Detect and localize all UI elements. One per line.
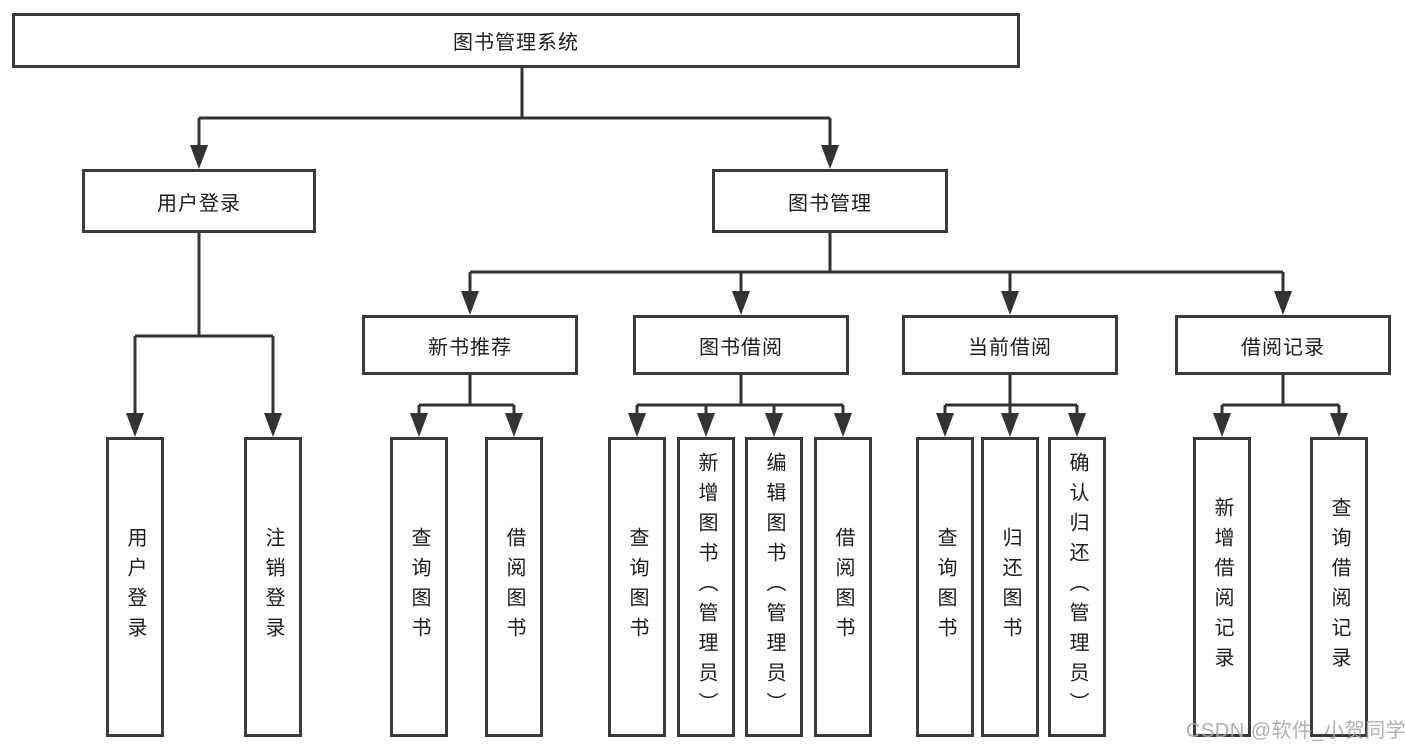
node-leaf-query-books-current: 查询图书 — [916, 437, 974, 737]
arrowhead — [732, 291, 750, 315]
node-leaf-query-books-borrowing-label: 查询图书 — [626, 527, 648, 647]
node-current-borrowing: 当前借阅 — [902, 315, 1118, 375]
arrowhead — [126, 413, 144, 437]
node-leaf-edit-books-admin-label: 编辑图书（管理员） — [763, 452, 785, 722]
node-new-book-recommend: 新书推荐 — [362, 315, 578, 375]
arrowheads — [126, 145, 1348, 437]
node-leaf-query-books-recommend: 查询图书 — [390, 437, 448, 737]
arrowhead — [936, 413, 954, 437]
node-leaf-user-login-label: 用户登录 — [124, 527, 146, 647]
arrowhead — [1213, 413, 1231, 437]
arrowhead — [1274, 291, 1292, 315]
node-borrowing-records: 借阅记录 — [1175, 315, 1391, 375]
arrowhead — [1001, 413, 1019, 437]
node-leaf-logout: 注销登录 — [244, 437, 302, 737]
node-library-management-system: 图书管理系统 — [12, 13, 1020, 68]
node-leaf-logout-label: 注销登录 — [262, 527, 284, 647]
node-leaf-return-books: 归还图书 — [981, 437, 1039, 737]
node-leaf-borrow-books-borrowing: 借阅图书 — [814, 437, 872, 737]
node-borrowing-records-label: 借阅记录 — [1241, 336, 1325, 359]
node-leaf-return-books-label: 归还图书 — [999, 527, 1021, 647]
arrowhead — [1068, 413, 1086, 437]
arrowhead — [834, 413, 852, 437]
node-new-book-recommend-label: 新书推荐 — [428, 336, 512, 359]
node-leaf-add-books-admin: 新增图书（管理员） — [677, 437, 735, 737]
node-book-management-module-label: 图书管理 — [788, 192, 872, 215]
arrowhead — [190, 145, 208, 169]
node-leaf-edit-books-admin: 编辑图书（管理员） — [745, 437, 803, 737]
node-leaf-add-borrow-record: 新增借阅记录 — [1193, 437, 1251, 737]
node-leaf-borrow-books-recommend: 借阅图书 — [485, 437, 543, 737]
tree-edges — [133, 68, 1341, 418]
node-leaf-query-books-current-label: 查询图书 — [934, 527, 956, 647]
arrowhead — [410, 413, 428, 437]
arrowhead — [505, 413, 523, 437]
node-leaf-borrow-books-borrowing-label: 借阅图书 — [832, 527, 854, 647]
arrowhead — [628, 413, 646, 437]
arrowhead — [1330, 413, 1348, 437]
node-current-borrowing-label: 当前借阅 — [968, 336, 1052, 359]
arrowhead — [461, 291, 479, 315]
node-leaf-query-books-borrowing: 查询图书 — [608, 437, 666, 737]
node-leaf-add-books-admin-label: 新增图书（管理员） — [695, 452, 717, 722]
node-book-borrowing-label: 图书借阅 — [699, 336, 783, 359]
arrowhead — [697, 413, 715, 437]
arrowhead — [765, 413, 783, 437]
node-leaf-user-login: 用户登录 — [106, 437, 164, 737]
node-book-management-module: 图书管理 — [712, 169, 948, 233]
node-book-borrowing: 图书借阅 — [633, 315, 849, 375]
node-leaf-confirm-return-admin-label: 确认归还（管理员） — [1066, 452, 1088, 722]
node-library-management-system-label: 图书管理系统 — [453, 32, 579, 54]
node-user-login-module-label: 用户登录 — [157, 192, 241, 215]
node-leaf-query-borrow-record: 查询借阅记录 — [1310, 437, 1368, 737]
arrowhead — [1001, 291, 1019, 315]
csdn-watermark: CSDN @软件_小贺同学 — [1186, 720, 1405, 742]
node-user-login-module: 用户登录 — [82, 169, 316, 233]
node-leaf-query-books-recommend-label: 查询图书 — [408, 527, 430, 647]
arrowhead — [821, 145, 839, 169]
node-leaf-query-borrow-record-label: 查询借阅记录 — [1328, 497, 1350, 677]
node-leaf-confirm-return-admin: 确认归还（管理员） — [1048, 437, 1106, 737]
node-leaf-borrow-books-recommend-label: 借阅图书 — [503, 527, 525, 647]
node-leaf-add-borrow-record-label: 新增借阅记录 — [1211, 497, 1233, 677]
arrowhead — [264, 413, 282, 437]
